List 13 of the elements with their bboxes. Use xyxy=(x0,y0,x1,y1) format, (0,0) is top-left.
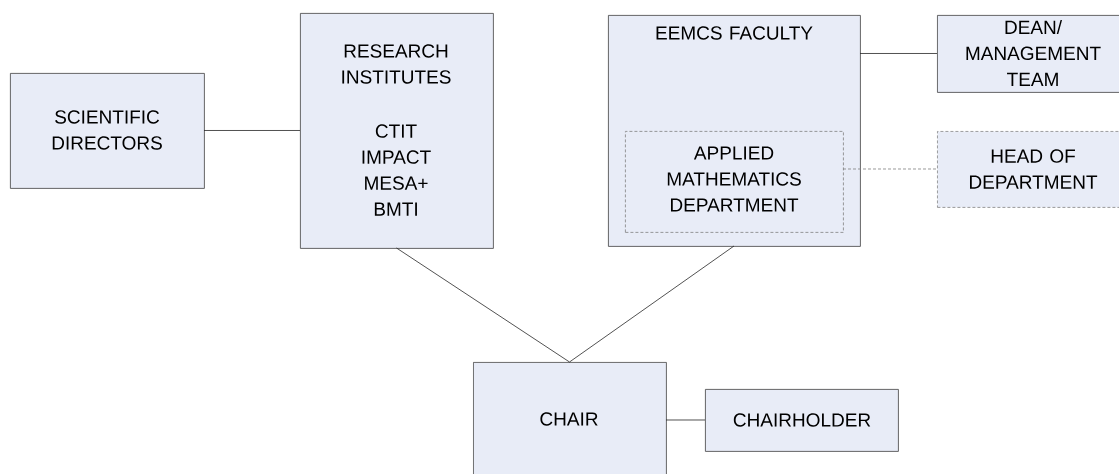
org-box: HEAD OF DEPARTMENT xyxy=(937,131,1119,208)
org-box: SCIENTIFIC DIRECTORS xyxy=(10,73,205,189)
org-box: RESEARCH INSTITUTES CTIT IMPACT MESA+ BMTI xyxy=(300,13,494,249)
connector-line xyxy=(203,130,301,131)
org-box: CHAIRHOLDER xyxy=(705,389,899,452)
connector-line xyxy=(665,419,706,421)
org-box: DEAN/ MANAGEMENT TEAM xyxy=(937,15,1119,93)
connector-line xyxy=(396,247,570,363)
connector-line xyxy=(859,53,938,54)
org-box: CHAIR xyxy=(473,362,667,474)
connector-line xyxy=(842,168,938,170)
connector-line xyxy=(569,245,735,363)
org-box: APPLIED MATHEMATICS DEPARTMENT xyxy=(625,131,844,233)
